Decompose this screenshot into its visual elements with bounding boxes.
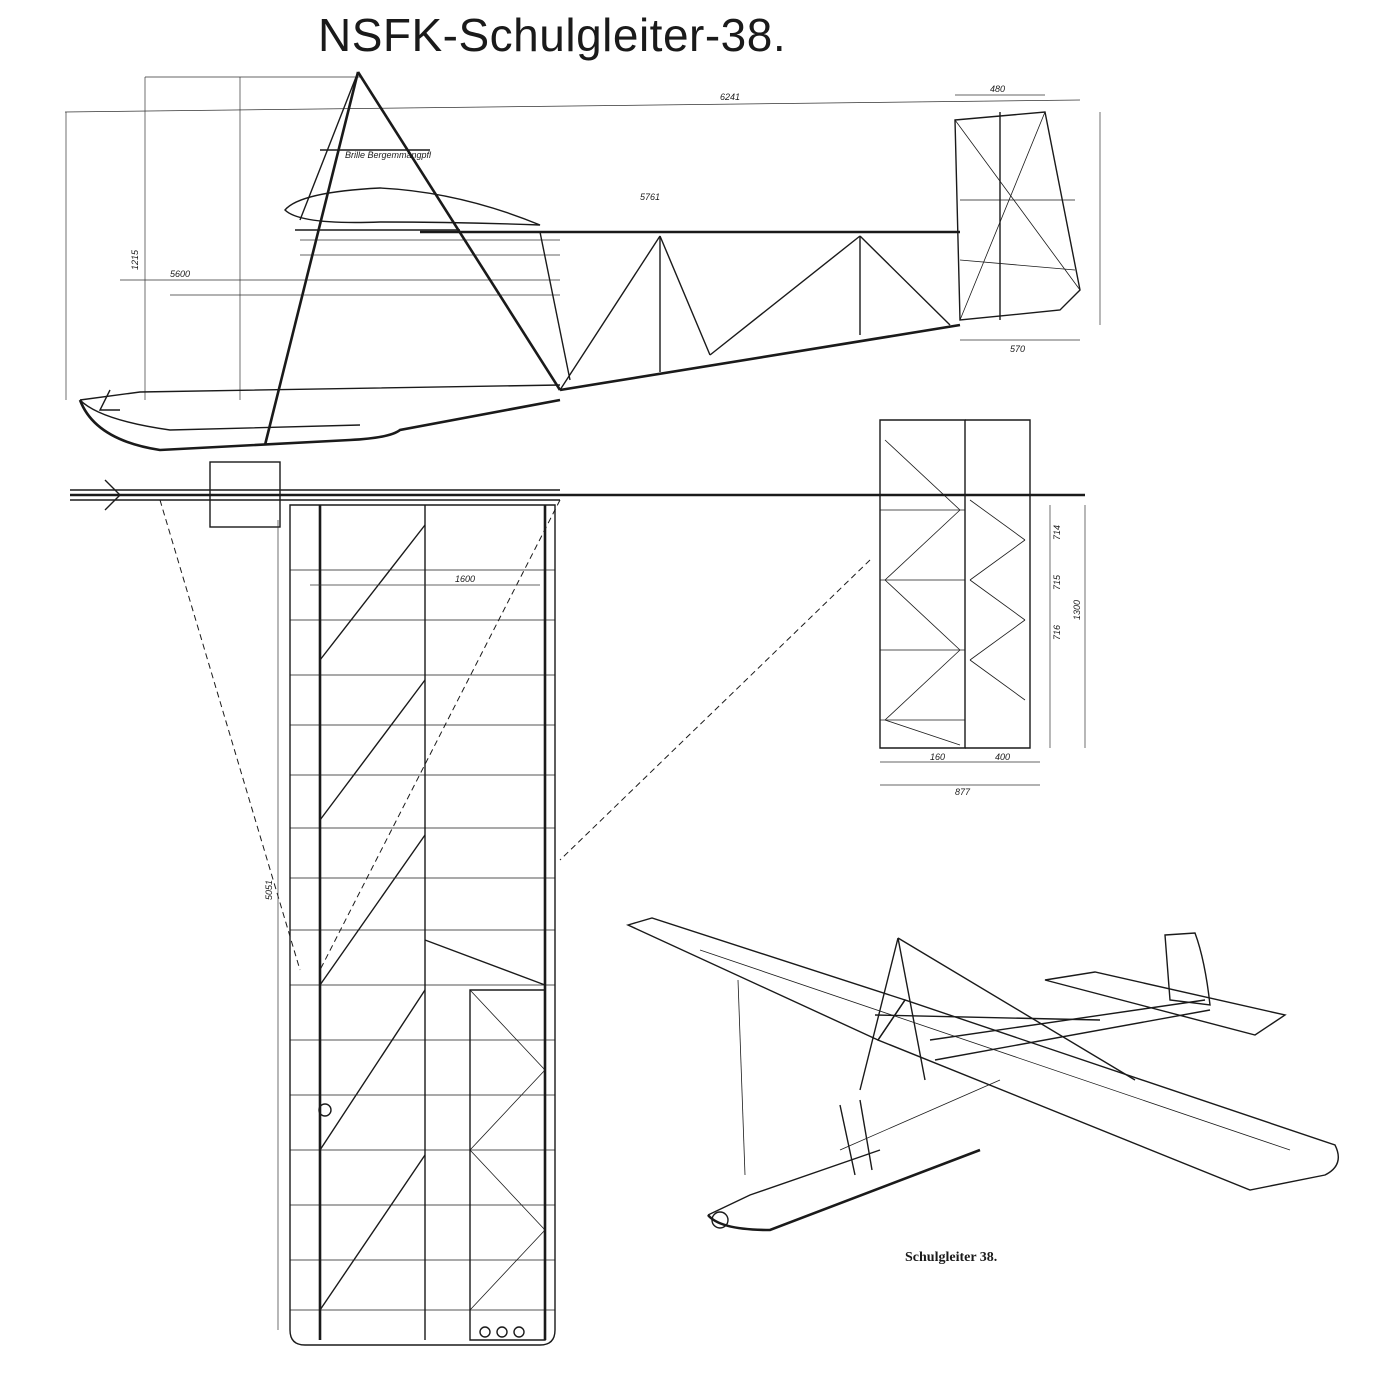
perspective-caption: Schulgleiter 38.: [905, 1250, 998, 1265]
dim-tail-section-1: 714: [1052, 525, 1062, 540]
dim-tail-span-b: 400: [995, 752, 1010, 762]
dim-pylon-height: 1215: [130, 249, 140, 270]
dim-tail-section-4: 1300: [1072, 600, 1082, 620]
top-view-wing: 5051 1600: [264, 504, 556, 1346]
dim-tail-section-3: 716: [1052, 625, 1062, 640]
dim-tail-width: 480: [990, 84, 1005, 94]
dim-tail-span-a: 160: [930, 752, 945, 762]
dim-fuselage-length: 5600: [170, 269, 190, 279]
page-title: NSFK-Schulgleiter-38.: [318, 9, 787, 61]
dim-tail-section-2: 715: [1052, 574, 1062, 590]
top-view-fuselage: [70, 461, 1085, 971]
dim-tail-span-total: 877: [955, 787, 971, 797]
dim-wing-len: 5761: [640, 192, 660, 202]
dim-wing-chord: 1600: [455, 574, 475, 584]
dim-wing-span-half: 5051: [264, 880, 274, 900]
dim-rudder-chord: 570: [1010, 344, 1025, 354]
side-view: 6241 1215 5600 Brille Bergemmangpfl: [64, 71, 1101, 452]
dim-overall-length: 6241: [720, 92, 740, 102]
strut-label: Brille Bergemmangpfl: [345, 150, 432, 160]
tail-plan-view: 160 400 877 714 715 716 1300: [879, 419, 1086, 797]
perspective-view: [626, 917, 1339, 1232]
